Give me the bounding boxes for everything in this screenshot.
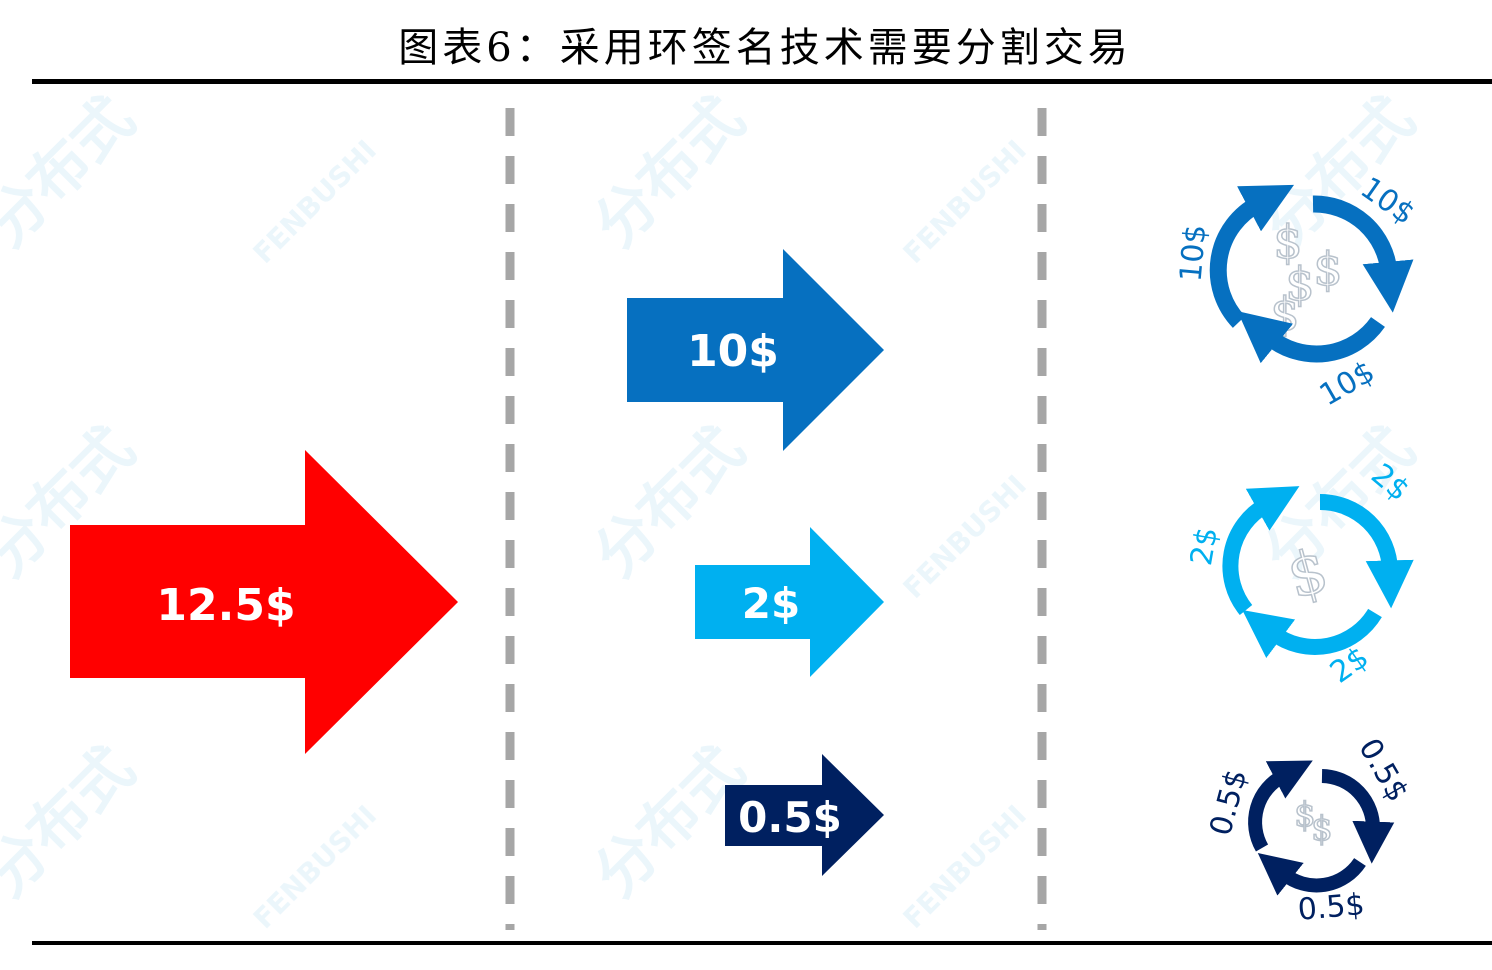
split-amount-label: 2$: [742, 579, 800, 628]
split-arrow-0-5: 0.5$: [725, 754, 884, 876]
coin-icon: $: [1313, 242, 1342, 296]
top-rule: [32, 79, 1492, 84]
watermark-text: FENBUSHI: [897, 469, 1033, 605]
cycle-amount-label: 2$: [1184, 525, 1225, 569]
split-arrow-shape: [725, 754, 884, 876]
watermark-text: FENBUSHI: [897, 799, 1033, 935]
coin-icon: $: [1311, 809, 1333, 849]
split-arrow-shape: [627, 249, 884, 451]
cycle-arrow: [1248, 760, 1313, 852]
original-transaction-arrow: 12.5$: [70, 450, 458, 754]
cycle-arrow: [1222, 486, 1300, 616]
watermark-text: FENBUSHI: [247, 134, 383, 270]
watermark-text: 分布式: [0, 84, 148, 261]
cycle-arrow: [1257, 852, 1366, 896]
split-arrow-shape: [695, 527, 884, 677]
original-amount-label: 12.5$: [156, 580, 295, 631]
watermark-text: 分布式: [0, 734, 148, 911]
cycle-arrow: [1312, 195, 1414, 313]
split-amount-label: 0.5$: [738, 793, 842, 842]
split-arrow-2: 2$: [695, 527, 884, 677]
watermark-text: FENBUSHI: [897, 134, 1033, 270]
cycle-amount-label: 10$: [1314, 354, 1381, 413]
coin-stack-icon: $ $: [1293, 794, 1333, 850]
cycle-arrow: [1321, 769, 1395, 864]
figure-title: 图表6：采用环签名技术需要分割交易: [398, 25, 1132, 71]
coin-icon: $: [1285, 257, 1314, 311]
split-arrow-10: 10$: [627, 249, 884, 451]
watermark-text: FENBUSHI: [247, 799, 383, 935]
cycle-arrow: [1319, 494, 1414, 609]
bottom-rule: [32, 941, 1492, 945]
cycle-amount-label: 0.5$: [1296, 887, 1366, 928]
watermark-text: 分布式: [581, 84, 758, 261]
original-arrow-shape: [70, 450, 458, 754]
split-amount-label: 10$: [687, 326, 779, 377]
cycle-amount-label: 10$: [1174, 223, 1214, 283]
coin-icon: $: [1294, 795, 1316, 835]
ring-cycle-0-5: $ $ 0.5$ 0.5$ 0.5$: [1203, 733, 1415, 928]
cycle-arrow: [1237, 311, 1385, 364]
cycle-arrow: [1242, 608, 1382, 658]
cycle-arrow: [1209, 184, 1294, 328]
cycle-amount-label: 0.5$: [1203, 766, 1254, 840]
ring-cycle-10: $ $ $ $ 10$ 10$ 10$: [1174, 170, 1421, 413]
watermark-text: 分布式: [581, 414, 758, 591]
